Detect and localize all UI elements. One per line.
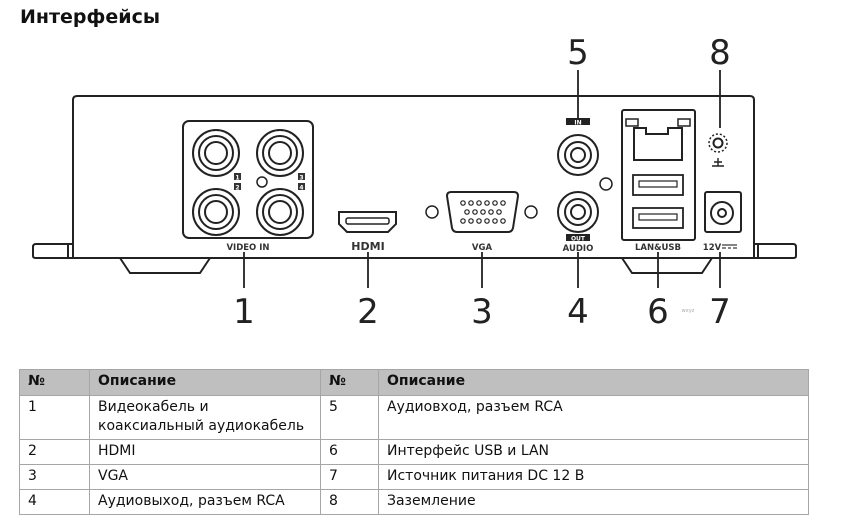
bnc-connector-2 [192,188,240,236]
cell-description: Заземление [378,489,809,515]
cell-number: 7 [320,464,379,490]
callout-5: 5 [567,33,589,73]
label-audio-out: OUT [571,236,586,243]
cell-description: VGA [89,464,321,490]
right-mount-ear [754,243,797,259]
audio-out-port [557,191,599,233]
table-header-row: № Описание № Описание [19,369,809,396]
label-video-in: VIDEO IN [226,243,269,253]
cell-number: 2 [19,439,90,465]
cell-number: 6 [320,439,379,465]
label-audio-in: IN [574,120,581,127]
ground-icon [712,158,724,167]
dc-power-port [704,191,742,233]
col-header-description-1: Описание [89,369,321,396]
label-audio: AUDIO [563,244,594,254]
callout-4: 4 [567,292,589,332]
col-header-number-2: № [320,369,379,396]
audio-in-port [557,134,599,176]
bnc-connector-1 [192,129,240,177]
cell-description: Источник питания DC 12 В [378,464,809,490]
video-in-block [182,120,314,239]
cell-description: HDMI [89,439,321,465]
cell-number: 8 [320,489,379,515]
interfaces-table: № Описание № Описание 1 Видеокабель и ко… [19,369,809,515]
callout-7: 7 [709,292,731,332]
vga-pins [460,200,506,224]
foot-right [621,257,713,274]
usb-port-2 [632,207,684,229]
label-vga: VGA [472,243,493,253]
label-lan-usb: LAN&USB [635,243,681,253]
table-row: 3 VGA 7 Источник питания DC 12 В [19,464,809,490]
callout-2: 2 [357,292,379,332]
cell-description: Интерфейс USB и LAN [378,439,809,465]
usb-port-1 [632,174,684,196]
bnc-num-3: 3 [299,175,303,182]
cell-description: Аудиовыход, разъем RCA [89,489,321,515]
cell-description: Видеокабель и коаксиальный аудиокабель [89,395,321,440]
bnc-num-1: 1 [235,175,239,182]
bnc-num-4: 4 [299,185,303,192]
ground-terminal [708,133,728,153]
hdmi-port [338,211,397,233]
device-body [72,95,755,259]
foot-left [119,257,211,274]
cell-number: 4 [19,489,90,515]
rear-panel-diagram: VIDEO IN HDMI VGA AUDIO IN OUT LAN&USB 1… [32,33,797,332]
label-hdmi: HDMI [351,240,384,253]
page-title: Интерфейсы [20,6,161,28]
left-mount-ear [32,243,73,259]
table-row: 2 HDMI 6 Интерфейс USB и LAN [19,439,809,465]
dc-symbol-icon [722,244,737,249]
callout-3: 3 [471,292,493,332]
cell-number: 3 [19,464,90,490]
cell-number: 5 [320,395,379,440]
table-row: 1 Видеокабель и коаксиальный аудиокабель… [19,395,809,440]
col-header-number-1: № [19,369,90,396]
bnc-connector-4 [256,188,304,236]
callout-1: 1 [233,292,255,332]
col-header-description-2: Описание [378,369,809,396]
vga-port [445,191,520,233]
lan-port [633,127,683,161]
label-power: 12V [703,243,722,253]
cell-number: 1 [19,395,90,440]
bnc-connector-3 [256,129,304,177]
lan-usb-block [621,109,696,241]
bnc-num-2: 2 [235,185,239,192]
cell-description: Аудиовход, разъем RCA [378,395,809,440]
callout-6: 6 [647,292,669,332]
table-row: 4 Аудиовыход, разъем RCA 8 Заземление [19,489,809,515]
callout-8: 8 [709,33,731,73]
watermark: wxyz [682,308,695,314]
